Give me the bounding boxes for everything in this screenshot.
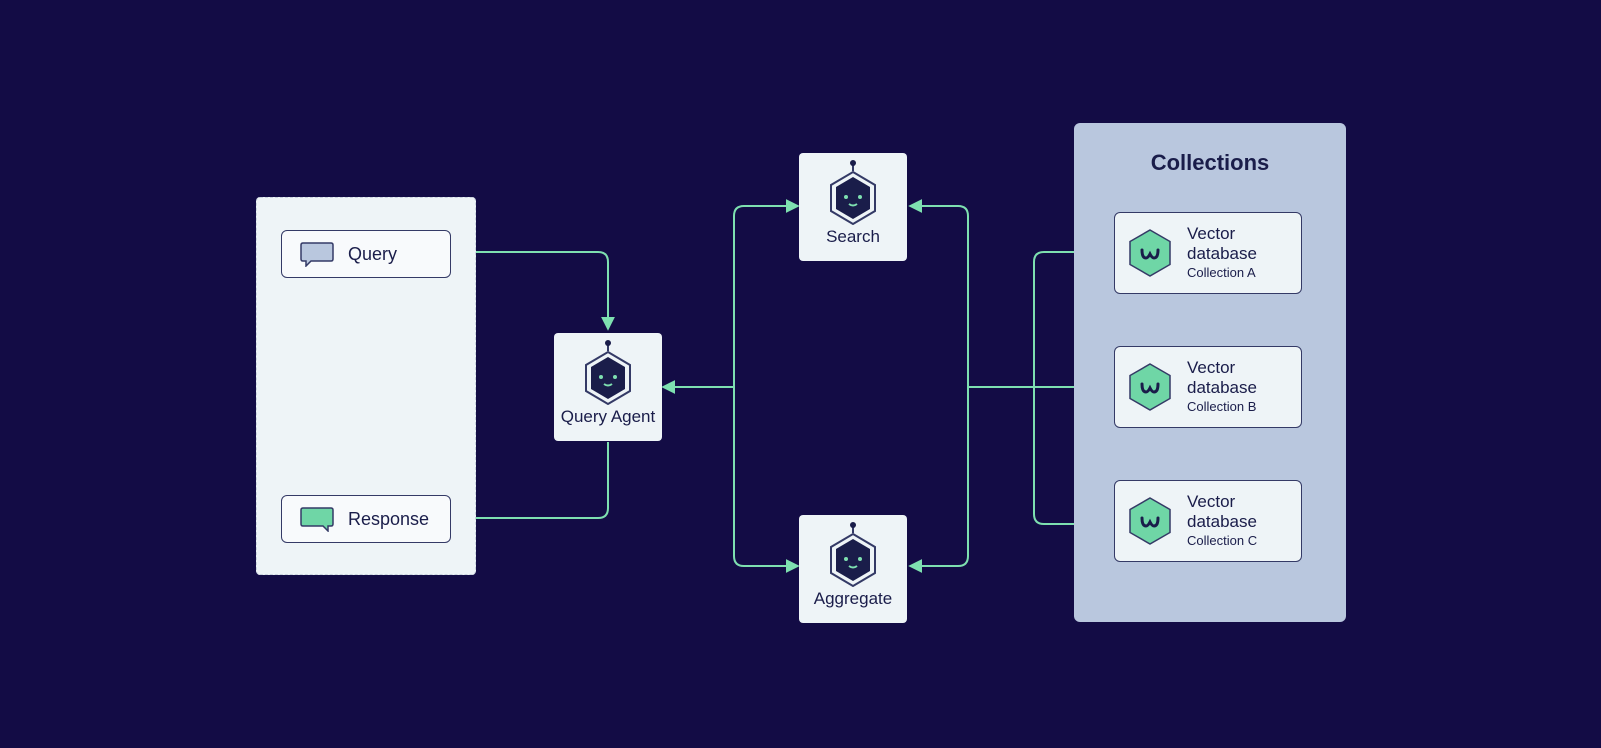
speech-bubble-icon: [300, 242, 334, 267]
response-box[interactable]: Response: [281, 495, 451, 543]
query-agent-card[interactable]: Query Agent: [554, 333, 662, 441]
aggregate-label: Aggregate: [813, 589, 893, 608]
branch-to-aggregate-line: [733, 387, 800, 573]
collection-b-card[interactable]: Vector database Collection B: [1114, 346, 1302, 428]
collection-b-line2: database: [1187, 378, 1257, 397]
search-card[interactable]: Search: [799, 153, 907, 261]
hexagon-robot-icon: [830, 522, 876, 587]
collection-a-line2: database: [1187, 244, 1257, 263]
agent-to-response-line: [453, 442, 609, 525]
collection-c-card[interactable]: Vector database Collection C: [1114, 480, 1302, 562]
query-label: Query: [348, 243, 398, 264]
response-label: Response: [348, 508, 430, 529]
collections-title: Collections: [1150, 150, 1270, 175]
fanout-to-collection-a-line: [1033, 245, 1115, 387]
query-agent-label: Query Agent: [560, 407, 656, 426]
search-label: Search: [826, 227, 880, 246]
collections-to-aggregate-line: [908, 387, 969, 573]
query-to-agent-line: [452, 251, 615, 331]
query-box[interactable]: Query: [281, 230, 451, 278]
fanout-to-collection-c-line: [1033, 387, 1115, 531]
hexagon-robot-icon: [830, 160, 876, 225]
collection-b-name: Collection B: [1187, 399, 1257, 414]
hexagon-robot-icon: [585, 340, 631, 405]
collection-b-line1: Vector: [1187, 358, 1236, 377]
hexagon-database-icon: [1129, 229, 1171, 277]
speech-bubble-icon: [300, 507, 334, 532]
aggregate-card[interactable]: Aggregate: [799, 515, 907, 623]
collection-a-name: Collection A: [1187, 265, 1256, 280]
hexagon-database-icon: [1129, 497, 1171, 545]
collection-a-card[interactable]: Vector database Collection A: [1114, 212, 1302, 294]
collections-to-search-line: [908, 199, 969, 387]
collection-c-name: Collection C: [1187, 533, 1258, 548]
hexagon-database-icon: [1129, 363, 1171, 411]
collection-a-line1: Vector: [1187, 224, 1236, 243]
collection-c-line1: Vector: [1187, 492, 1236, 511]
collection-c-line2: database: [1187, 512, 1257, 531]
branch-to-search-line: [733, 199, 800, 387]
